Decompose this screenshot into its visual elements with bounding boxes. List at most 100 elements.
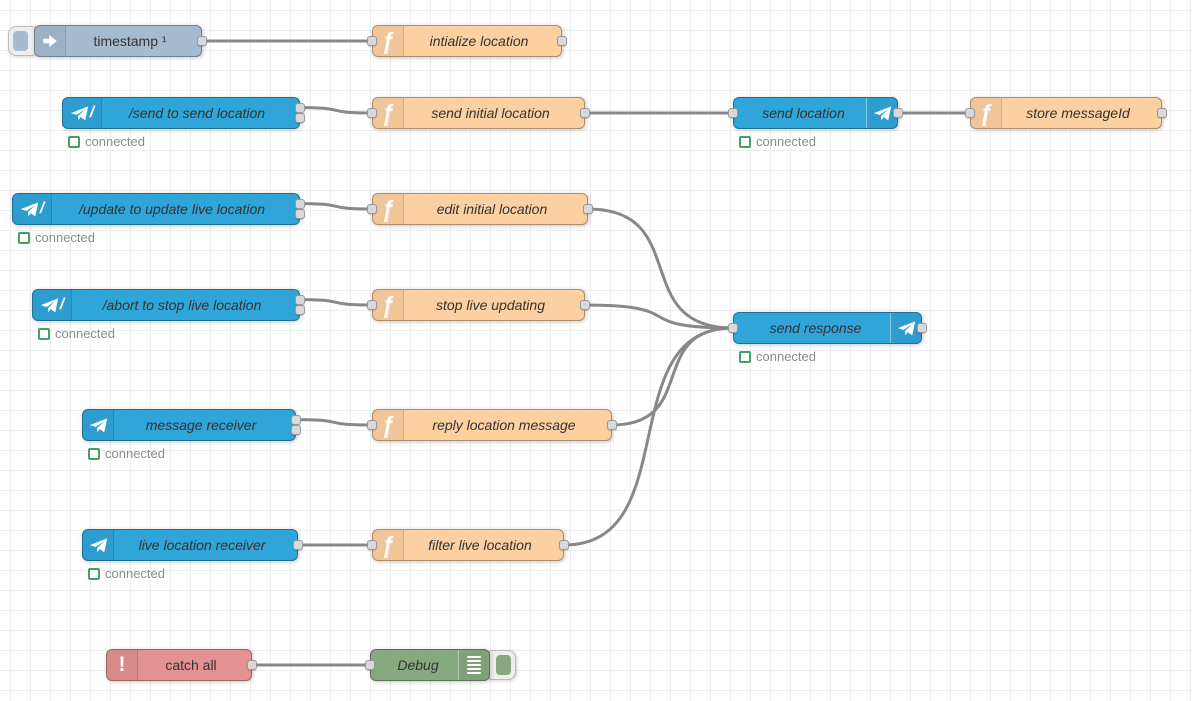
output-port-1[interactable] [295,209,305,220]
wire[interactable] [294,418,374,427]
debug-toggle-button[interactable] [485,650,516,680]
output-port-0[interactable] [580,108,590,118]
input-port[interactable] [367,36,377,46]
input-port[interactable] [367,540,377,550]
node-label: catch all [165,657,217,673]
node-inject[interactable]: timestamp ¹ [8,25,207,57]
node-debug[interactable]: Debug [365,649,516,681]
input-port[interactable] [367,204,377,214]
output-port-0[interactable] [917,323,927,333]
output-port-0[interactable] [583,204,593,214]
output-port-0[interactable] [607,420,617,430]
wire[interactable] [298,106,374,115]
output-port-0[interactable] [247,660,257,670]
status-connected-icon [739,135,751,148]
inject-arrow-icon [35,26,66,56]
wire[interactable] [583,303,735,330]
function-icon: ƒ [373,194,404,224]
status-text: connected [55,326,115,341]
status-connected-icon [18,231,30,244]
command-slash-icon: / [59,296,65,313]
node-status: connected [38,326,115,341]
node-label: store messageId [1026,105,1130,121]
wire[interactable] [298,298,374,307]
telegram-plane-icon [890,313,921,343]
function-icon: ƒ [373,26,404,56]
wire[interactable] [586,207,735,330]
wire[interactable] [610,326,735,427]
node-status: connected [739,349,816,364]
node-label: /update to update live location [78,201,266,217]
status-text: connected [105,446,165,461]
status-connected-icon [88,567,100,580]
telegram-plane-icon [866,98,897,128]
input-port[interactable] [365,660,375,670]
output-port-0[interactable] [559,540,569,550]
node-label: /abort to stop live location [102,297,262,313]
node-reply-location[interactable]: ƒ reply location message [367,409,617,441]
function-icon: ƒ [373,410,404,440]
node-status: connected [739,134,816,149]
node-label: intialize location [429,33,529,49]
output-port-0[interactable] [295,102,305,113]
status-text: connected [85,134,145,149]
output-port-1[interactable] [295,305,305,316]
status-text: connected [756,134,816,149]
exclamation-icon: ! [107,650,138,680]
status-text: connected [105,566,165,581]
node-status: connected [88,566,165,581]
node-label: stop live updating [436,297,545,313]
node-cmd-abort[interactable]: / /abort to stop live location connected [32,289,305,341]
status-connected-icon [739,350,751,363]
node-label: reply location message [432,417,576,433]
input-port[interactable] [965,108,975,118]
node-send-response[interactable]: send response connected [728,312,927,364]
input-port[interactable] [367,420,377,430]
output-port-0[interactable] [557,36,567,46]
status-connected-icon [88,447,100,460]
node-body: ƒ reply location message [372,409,612,441]
output-port-0[interactable] [197,36,207,46]
node-body: timestamp ¹ [34,25,202,57]
output-port-0[interactable] [893,108,903,118]
status-text: connected [35,230,95,245]
telegram-plane-icon [83,530,114,560]
output-port-0[interactable] [1157,108,1167,118]
input-port[interactable] [367,108,377,118]
status-connected-icon [38,327,50,340]
input-port[interactable] [367,300,377,310]
function-icon: ƒ [373,530,404,560]
input-port[interactable] [728,108,738,118]
output-port-0[interactable] [295,198,305,209]
output-port-0[interactable] [295,294,305,305]
node-init-location[interactable]: ƒ intialize location [367,25,567,57]
output-port-0[interactable] [580,300,590,310]
wire[interactable] [562,326,735,547]
output-port-0[interactable] [291,414,301,425]
wire[interactable] [298,202,374,211]
node-body: send response [733,312,922,344]
node-label: send initial location [431,105,550,121]
output-port-0[interactable] [293,540,303,550]
debug-list-icon [458,650,489,680]
node-status: connected [18,230,95,245]
node-catch-all[interactable]: ! catch all [106,649,257,681]
output-port-1[interactable] [291,425,301,436]
input-port[interactable] [728,323,738,333]
output-port-1[interactable] [295,113,305,124]
